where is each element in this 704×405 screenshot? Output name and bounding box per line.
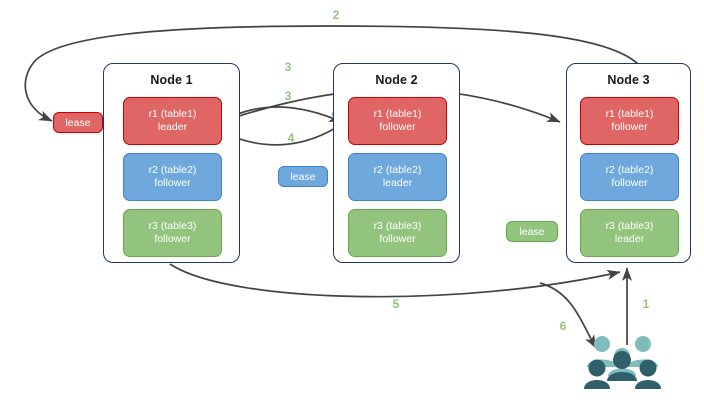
edge-label-4: 4 [287, 131, 295, 145]
replica-node1-r1[interactable]: r1 (table1) leader [123, 97, 222, 145]
replica-name: r3 (table3) [148, 219, 197, 232]
replica-name: r2 (table2) [605, 163, 654, 176]
replica-role: follower [154, 177, 191, 189]
replica-name: r2 (table2) [373, 163, 422, 176]
node-title: Node 2 [375, 73, 418, 87]
replica-role: follower [611, 177, 648, 189]
edge-label-3b: 3 [284, 89, 292, 103]
edge-label-1: 1 [642, 297, 650, 311]
replica-node2-r1[interactable]: r1 (table1) follower [348, 97, 447, 145]
replica-role: follower [379, 233, 416, 245]
edge-4-path [223, 123, 343, 146]
lease-label: lease [519, 225, 545, 238]
node-container-node3[interactable]: Node 3 r1 (table1) follower r2 (table2) … [566, 63, 691, 263]
replica-node1-r3[interactable]: r3 (table3) follower [123, 209, 222, 257]
replica-node2-r3[interactable]: r3 (table3) follower [348, 209, 447, 257]
replica-name: r1 (table1) [148, 107, 197, 120]
replica-role: follower [611, 121, 648, 133]
replica-role: follower [154, 233, 191, 245]
replica-node3-r1[interactable]: r1 (table1) follower [580, 97, 679, 145]
replica-role: leader [157, 121, 188, 133]
replica-role: leader [382, 177, 413, 189]
edge-label-3a: 3 [284, 60, 292, 74]
users-icon [584, 336, 661, 389]
lease-badge-r3[interactable]: lease [506, 221, 558, 242]
lease-badge-r2[interactable]: lease [278, 166, 328, 187]
node-title: Node 1 [150, 73, 193, 87]
edge-5-path [169, 263, 621, 298]
edge-label-5: 5 [392, 297, 400, 311]
replica-name: r1 (table1) [605, 107, 654, 120]
replica-role: leader [614, 233, 645, 245]
edge-label-2: 2 [332, 8, 340, 22]
node-container-node1[interactable]: Node 1 r1 (table1) leader r2 (table2) fo… [103, 63, 240, 263]
edge-label-6: 6 [559, 319, 567, 333]
lease-badge-r1[interactable]: lease [53, 112, 103, 133]
replica-node3-r3[interactable]: r3 (table3) leader [580, 209, 679, 257]
replica-name: r2 (table2) [148, 163, 197, 176]
replica-node2-r2[interactable]: r2 (table2) leader [348, 153, 447, 201]
replica-name: r3 (table3) [605, 219, 654, 232]
replica-role: follower [379, 121, 416, 133]
replica-name: r1 (table1) [373, 107, 422, 120]
replica-node3-r2[interactable]: r2 (table2) follower [580, 153, 679, 201]
node-container-node2[interactable]: Node 2 r1 (table1) follower r2 (table2) … [333, 63, 460, 263]
node-title: Node 3 [607, 73, 650, 87]
lease-label: lease [65, 116, 91, 129]
replica-name: r3 (table3) [373, 219, 422, 232]
lease-label: lease [290, 170, 316, 183]
replica-node1-r2[interactable]: r2 (table2) follower [123, 153, 222, 201]
